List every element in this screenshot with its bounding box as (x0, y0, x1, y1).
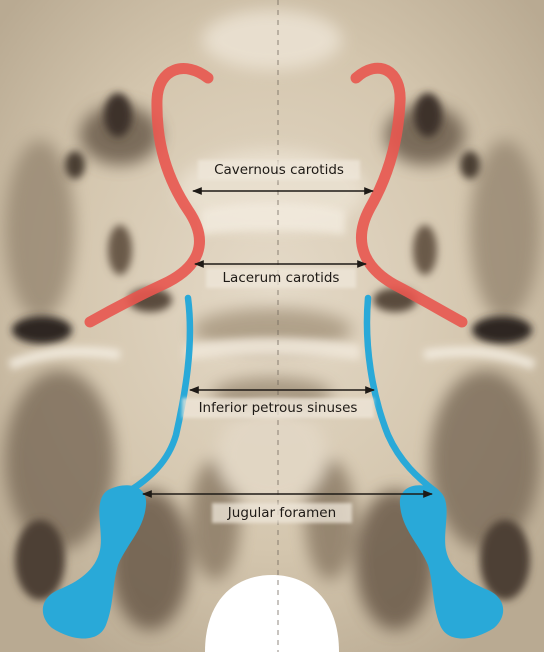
inferior-petrous-sinuses-label: Inferior petrous sinuses (199, 400, 358, 416)
lacerum-carotids-label: Lacerum carotids (223, 270, 340, 286)
jugular-foramen-label: Jugular foramen (227, 505, 336, 521)
cavernous-carotids-label: Cavernous carotids (214, 162, 344, 178)
